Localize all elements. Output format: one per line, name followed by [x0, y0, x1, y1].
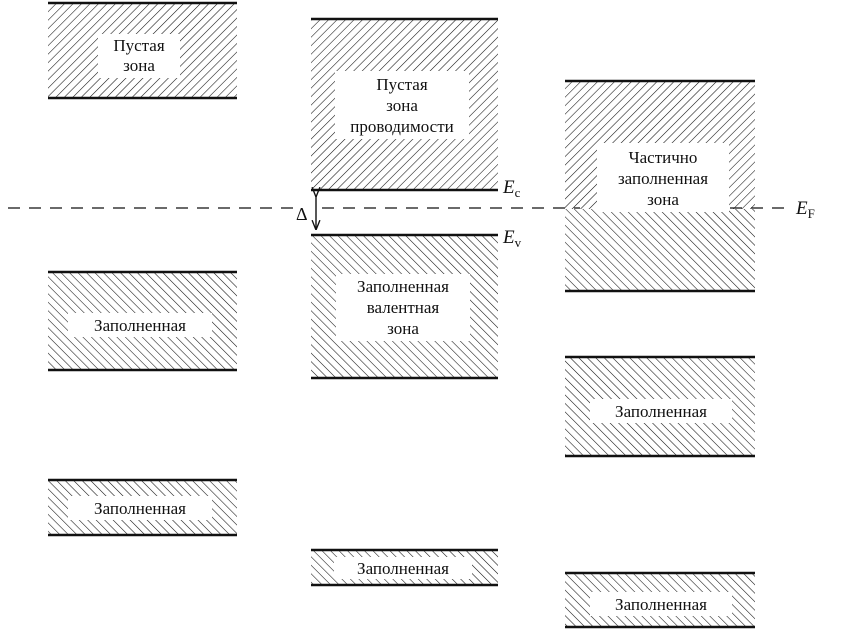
- col2-empty-label-3: проводимости: [350, 117, 454, 136]
- col3-partial-label-3: зона: [647, 190, 679, 209]
- col2-empty-label-1: Пустая: [376, 75, 428, 94]
- col2-filled-label: Заполненная: [357, 559, 449, 578]
- fermi-level: EF: [8, 198, 815, 221]
- col2-valence-label-1: Заполненная: [357, 277, 449, 296]
- col2-filled-band: Заполненная: [311, 548, 498, 587]
- col1-filled-band-2: Заполненная: [48, 478, 237, 537]
- col1-empty-label-1: Пустая: [113, 36, 165, 55]
- col1-filled-band-1: Заполненная: [48, 270, 237, 372]
- gap-delta-label: Δ: [296, 204, 308, 224]
- col3-filled-label-1: Заполненная: [615, 402, 707, 421]
- col3-filled-label-2: Заполненная: [615, 595, 707, 614]
- col2-empty-label-2: зона: [386, 96, 418, 115]
- col1-filled-label-2: Заполненная: [94, 499, 186, 518]
- column-3: Частично заполненная зона Заполненная За…: [565, 79, 755, 629]
- col1-filled-label-1: Заполненная: [94, 316, 186, 335]
- ef-label: EF: [795, 198, 815, 221]
- svg-text:Ev: Ev: [502, 227, 522, 250]
- col2-valence-label-2: валентная: [367, 298, 440, 317]
- svg-text:Ec: Ec: [502, 177, 521, 200]
- col1-empty-band: Пустая зона: [48, 1, 237, 100]
- col3-partial-label-1: Частично: [629, 148, 698, 167]
- col3-filled-band-1: Заполненная: [565, 355, 755, 458]
- col2-valence-label-3: зона: [387, 319, 419, 338]
- col3-partial-band: Частично заполненная зона: [565, 79, 755, 293]
- gap-arrow: Δ: [296, 196, 316, 229]
- ec-label: Ec: [502, 177, 521, 200]
- ev-label: Ev: [502, 227, 522, 250]
- col2-valence-band: Заполненная валентная зона: [311, 233, 498, 380]
- column-1: Пустая зона Заполненная Заполненная: [48, 1, 237, 537]
- col3-filled-band-2: Заполненная: [565, 571, 755, 629]
- col1-empty-label-2: зона: [123, 56, 155, 75]
- column-2: Пустая зона проводимости Заполненная вал…: [296, 17, 522, 587]
- col3-partial-label-2: заполненная: [618, 169, 708, 188]
- col2-conduction-band: Пустая зона проводимости: [311, 17, 498, 192]
